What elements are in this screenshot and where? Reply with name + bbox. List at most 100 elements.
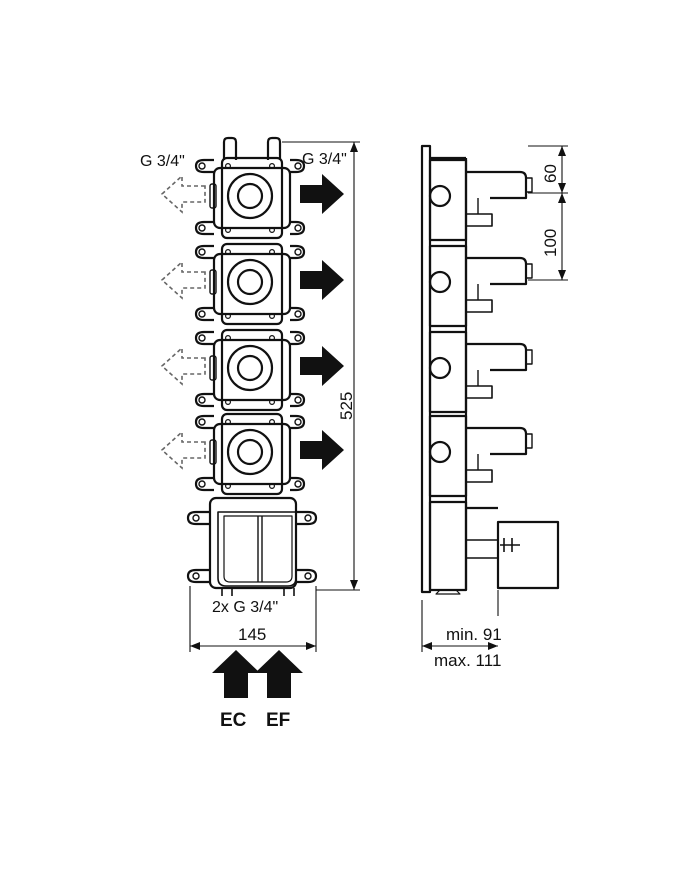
screw [225, 249, 232, 256]
module-plate [220, 412, 284, 496]
side-clip [209, 269, 217, 295]
side-port [428, 270, 452, 294]
height-dimension: 525 [337, 392, 356, 420]
front-dimensions [189, 141, 360, 652]
mounting-hole [294, 248, 302, 256]
mounting-hole [198, 418, 206, 426]
mounting-ear [194, 476, 214, 492]
width-dimension: 145 [238, 625, 266, 644]
screw [269, 227, 276, 234]
side-bracket [466, 469, 493, 483]
inlet-cold-label: EF [266, 710, 290, 731]
outlet-arrow-3 [300, 346, 344, 386]
spindle-tip [525, 349, 533, 365]
screw [225, 483, 232, 490]
side-spindle [466, 342, 528, 372]
valve-module-3 [194, 328, 306, 412]
inlet-pipe-ends [221, 588, 295, 596]
side-module-3 [428, 330, 533, 414]
mounting-ear [290, 330, 306, 346]
mounting-ear [194, 244, 214, 260]
mounting-hole [294, 334, 302, 342]
valve-module-1 [194, 156, 306, 240]
spacing-dimension: 100 [541, 229, 560, 257]
mounting-hole [198, 224, 206, 232]
mounting-hole [294, 310, 302, 318]
module-frame [212, 338, 292, 402]
mounting-hole [294, 162, 302, 170]
side-bracket [466, 213, 493, 227]
side-clip [209, 439, 217, 465]
module-plate [220, 328, 284, 412]
mounting-hole [198, 162, 206, 170]
screw [225, 399, 232, 406]
cartridge-outer [226, 344, 274, 392]
module-plate [220, 156, 284, 240]
side-port [428, 356, 452, 380]
cartridge-outer [226, 258, 274, 306]
valve-module-2 [194, 242, 306, 326]
cartridge-inner [236, 268, 264, 296]
dashed-outlet-arrow-2 [160, 260, 206, 300]
module-frame [212, 252, 292, 316]
module-frame [212, 422, 292, 486]
screw [269, 335, 276, 342]
cartridge-outer [226, 428, 274, 476]
side-clip [209, 183, 217, 209]
side-bracket [466, 385, 493, 399]
outlet-arrow-2 [300, 260, 344, 300]
inlet-arrow-hot [212, 650, 260, 698]
mounting-hole [294, 396, 302, 404]
top-offset-dimension: 60 [541, 164, 560, 183]
top-mounting-tabs [222, 136, 282, 160]
side-clip [209, 355, 217, 381]
screw [269, 163, 276, 170]
dashed-outlet-arrow-1 [160, 174, 206, 214]
mounting-ear [290, 392, 306, 408]
mounting-ear [290, 244, 306, 260]
inlet-arrows [212, 650, 303, 698]
side-spindle [466, 170, 528, 200]
screw [225, 335, 232, 342]
mounting-ear [290, 476, 306, 492]
mounting-ear [194, 158, 214, 174]
outlet-arrows [160, 174, 344, 470]
inlet-thread-label: 2x G 3/4" [212, 599, 278, 616]
side-spindle [466, 256, 528, 286]
mounting-ear [290, 414, 306, 430]
mounting-hole [294, 480, 302, 488]
depth-max-label: max. 111 [434, 651, 501, 670]
valve-module-4 [194, 412, 306, 496]
screw [225, 419, 232, 426]
screw [269, 483, 276, 490]
mounting-hole [198, 310, 206, 318]
screw [269, 249, 276, 256]
screw [225, 163, 232, 170]
side-module-2 [428, 244, 533, 328]
cartridge-inner [236, 182, 264, 210]
inlet-arrow-cold [255, 650, 303, 698]
side-dimensions [421, 145, 568, 652]
dashed-outlet-arrow-3 [160, 346, 206, 386]
mounting-hole [198, 396, 206, 404]
mounting-ear [194, 414, 214, 430]
mounting-hole [198, 334, 206, 342]
mounting-ear [290, 306, 306, 322]
outlet-arrow-1 [300, 174, 344, 214]
module-frame [212, 166, 292, 230]
mounting-hole [198, 248, 206, 256]
mounting-ear [194, 220, 214, 236]
outlet-label-left: G 3/4" [140, 153, 185, 170]
cartridge-inner [236, 438, 264, 466]
mounting-ear [194, 306, 214, 322]
spindle-tip [525, 433, 533, 449]
outlet-label-right: G 3/4" [302, 151, 347, 168]
mounting-hole [294, 224, 302, 232]
spindle-tip [525, 177, 533, 193]
side-spindle [466, 426, 528, 456]
mounting-ear [290, 158, 306, 174]
side-port [428, 440, 452, 464]
screw [269, 419, 276, 426]
mounting-hole [198, 480, 206, 488]
